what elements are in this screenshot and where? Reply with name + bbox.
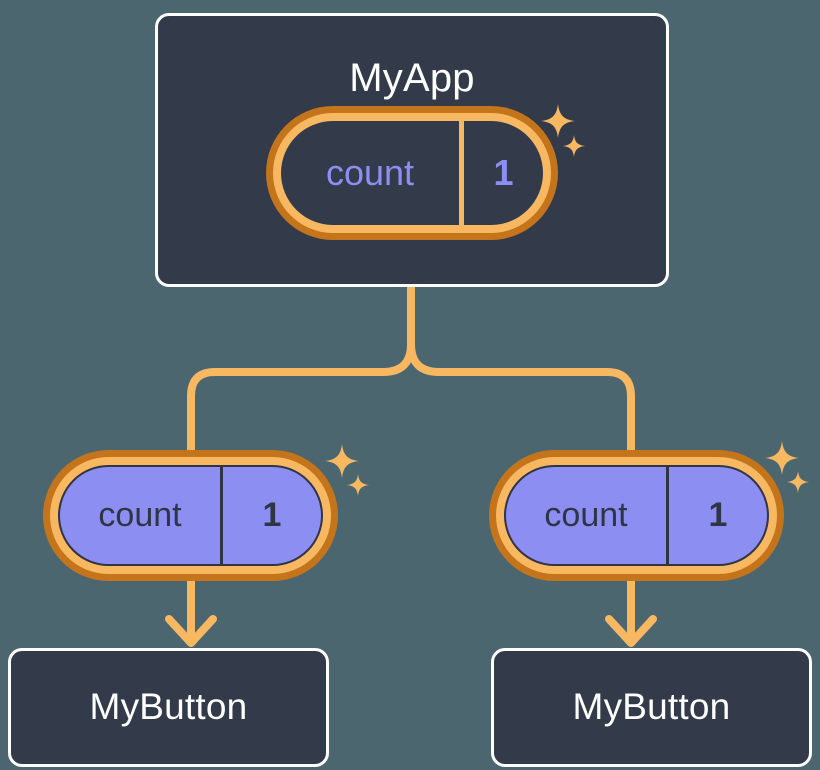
component-card-mybutton-left[interactable]: MyButton (8, 648, 329, 767)
state-key-label: count (281, 121, 464, 225)
state-value-label: 1 (708, 496, 728, 534)
state-pill-inner-ring: count 1 (50, 457, 331, 574)
component-title: MyButton (572, 686, 731, 727)
sparkle-icon (347, 474, 369, 496)
connector-branch-right (407, 340, 635, 456)
state-pill-child-right[interactable]: count 1 (489, 450, 784, 581)
page-title: MyApp (349, 56, 475, 100)
state-value-label: 1 (493, 152, 514, 193)
component-title: MyButton (89, 686, 248, 727)
component-card-mybutton-right[interactable]: MyButton (491, 648, 812, 767)
state-pill-root[interactable]: count 1 (266, 106, 558, 240)
sparkle-icon (765, 441, 799, 475)
state-key-label: count (506, 467, 669, 564)
sparkle-icon (325, 444, 359, 478)
state-value-label: 1 (262, 496, 282, 534)
state-key-label: count (60, 467, 223, 564)
state-pill-inner-ring: count 1 (496, 457, 777, 574)
arrow-left-head (165, 615, 217, 647)
state-pill-inner-ring: count 1 (273, 113, 551, 233)
state-pill-body: count 1 (504, 465, 769, 566)
connector-branch-left (187, 340, 415, 456)
arrow-right-head (605, 615, 657, 647)
sparkle-icon (787, 471, 809, 493)
state-pill-child-left[interactable]: count 1 (43, 450, 338, 581)
state-pill-body: count 1 (281, 121, 543, 225)
state-pill-body: count 1 (58, 465, 323, 566)
